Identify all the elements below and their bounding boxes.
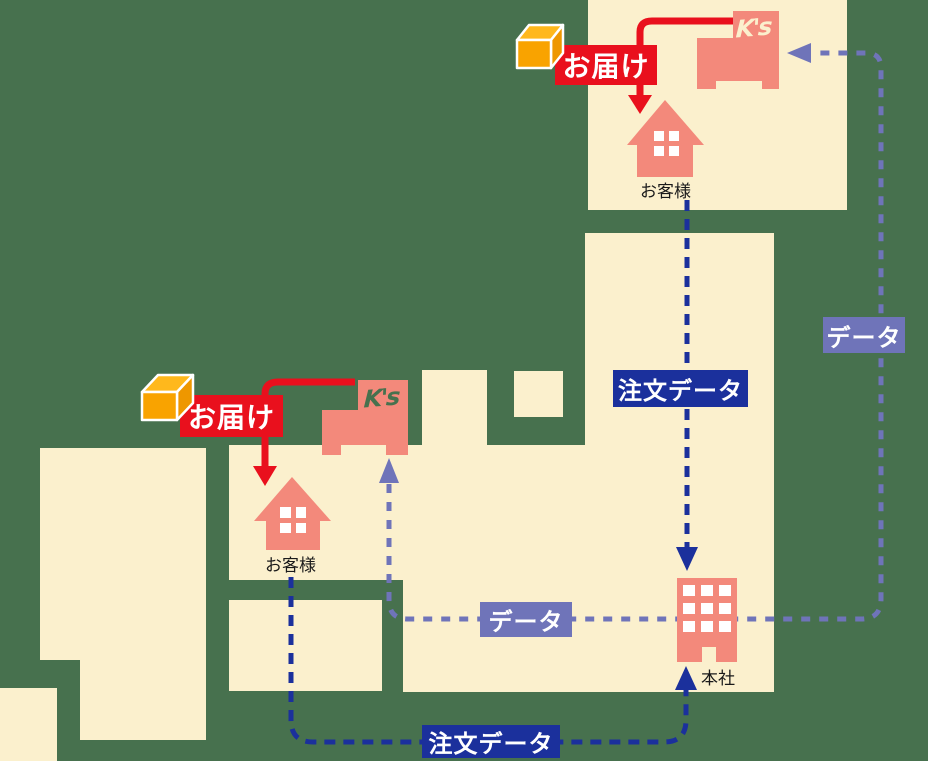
delivery-arrowhead-west [253, 466, 277, 486]
delivery-arrow-line-north [636, 17, 733, 96]
ks-logo-north: K's [735, 12, 772, 44]
window-pane [669, 131, 679, 141]
window-pane [280, 522, 291, 533]
headquarters-door [702, 647, 716, 662]
house-north [627, 100, 704, 177]
store-north: K's [697, 11, 779, 89]
store-west-body [322, 410, 408, 445]
house-north-body [637, 143, 693, 177]
order-data-arrowhead-down-hq [676, 547, 698, 571]
store-north-body [697, 38, 779, 81]
map-block-kyushu-south [80, 660, 206, 740]
map-block-cape [422, 370, 487, 445]
store-north-foot-right [762, 81, 779, 89]
window-pane [683, 621, 695, 632]
data-label-middle: データ [480, 602, 572, 637]
window-pane [719, 621, 731, 632]
window-pane [683, 603, 695, 614]
house-west-body [266, 519, 320, 550]
delivery-label-west: お届け [180, 395, 283, 437]
customer-label-west: お客様 [265, 556, 316, 576]
house-west [254, 477, 331, 550]
house-west-roof [254, 477, 331, 521]
package-front-face [515, 38, 553, 70]
order-data-label-bottom: 注文データ [422, 725, 560, 758]
headquarters-building [677, 578, 737, 662]
window-pane [701, 621, 713, 632]
delivery-arrow-line-west [261, 378, 355, 467]
order-data-bottom-dashed-line [288, 577, 689, 745]
window-pane [654, 146, 664, 156]
map-block-shikoku [229, 600, 382, 691]
data-arrowhead-up-west-store [379, 458, 399, 483]
window-pane [280, 507, 291, 518]
data-arrowhead-left-north-store [787, 43, 811, 63]
window-pane [701, 603, 713, 614]
store-west-foot-right [386, 445, 408, 455]
store-west-foot-left [322, 445, 341, 455]
window-pane [295, 507, 306, 518]
window-pane [719, 603, 731, 614]
package-box-north [515, 23, 565, 70]
window-pane [669, 146, 679, 156]
ks-logo-west: K's [363, 382, 400, 414]
map-block-island [514, 371, 563, 417]
window-pane [683, 585, 695, 596]
map-block-okinawa [0, 688, 57, 761]
window-pane [719, 585, 731, 596]
order-data-arrowhead-up-hq [675, 666, 697, 690]
window-pane [654, 131, 664, 141]
house-west-window [280, 507, 306, 533]
data-flow-dashed-line [386, 50, 884, 622]
package-box-west [140, 373, 195, 422]
store-west: K's [322, 380, 408, 455]
order-data-label-top: 注文データ [613, 370, 748, 407]
window-pane [295, 522, 306, 533]
headquarters-windows [683, 585, 731, 632]
package-front-face [140, 390, 179, 422]
map-block-kyushu [40, 448, 206, 660]
delivery-label-north: お届け [555, 45, 657, 85]
window-pane [701, 585, 713, 596]
house-north-roof [627, 100, 704, 145]
headquarters-label: 本社 [701, 669, 735, 689]
data-label-right: データ [823, 317, 905, 353]
customer-label-north: お客様 [640, 182, 691, 202]
store-north-foot-left [697, 81, 716, 89]
house-north-window [654, 131, 679, 156]
